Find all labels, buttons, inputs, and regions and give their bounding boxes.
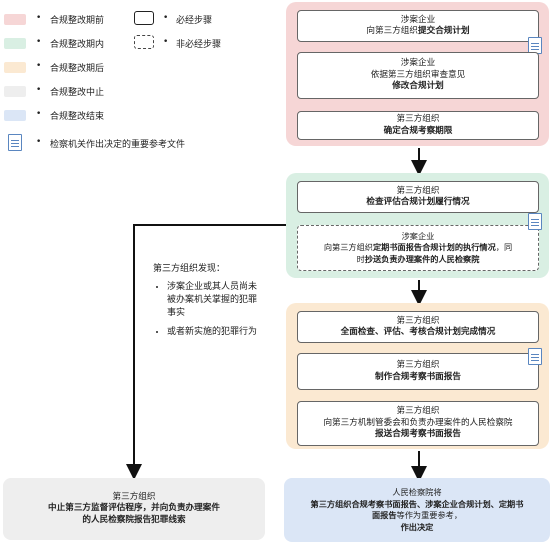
step-periodic-report: 涉案企业 向第三方组织定期书面报告合规计划的执行情况，同 时抄送负责办理案件的人… xyxy=(297,225,539,271)
step-text: 向第三方机制管委会和负责办理案件的人民检察院 xyxy=(323,417,513,428)
legend-bullet: • xyxy=(163,37,169,47)
suspend-action: 中止第三方监督评估程序，并向负责办理案件 xyxy=(48,503,220,514)
step-text: ，同 xyxy=(495,242,513,253)
legend-document-icon xyxy=(8,134,22,151)
suspend-box: 第三方组织 中止第三方监督评估程序，并向负责办理案件 的人民检察院报告犯罪线索 xyxy=(3,478,265,540)
step-action: 修改合规计划 xyxy=(392,81,444,92)
legend-bullet: • xyxy=(36,61,42,71)
legend-label-suspend: 合规整改中止 xyxy=(50,88,105,98)
legend-swatch-suspend xyxy=(4,86,26,97)
legend-label-after: 合规整改期后 xyxy=(50,64,105,74)
step-submit-plan: 涉案企业 向第三方组织提交合规计划 xyxy=(297,10,539,42)
suspend-action: 的人民检察院报告犯罪线索 xyxy=(82,514,186,525)
step-action: 抄送负责办理案件的人民检察院 xyxy=(364,253,480,264)
step-action: 定期书面报告合规计划的执行情况 xyxy=(372,242,496,253)
step-actor: 涉案企业 xyxy=(400,14,436,25)
legend-bullet: • xyxy=(36,137,42,147)
step-action: 报送合规考察书面报告 xyxy=(375,429,461,440)
step-actor: 涉案企业 xyxy=(401,230,435,241)
legend-optional-step-box xyxy=(134,35,154,49)
legend-bullet: • xyxy=(36,109,42,119)
document-icon xyxy=(528,348,542,365)
legend-swatch-end xyxy=(4,110,26,121)
finding-item: 或者新实施的犯罪行为 xyxy=(167,326,257,339)
step-text: 向第三方组织 xyxy=(323,242,373,253)
finding-item: 涉案企业或其人员尚未被办案机关掌握的犯罪事实 xyxy=(167,281,257,320)
step-revise-plan: 涉案企业 依据第三方组织审查意见 修改合规计划 xyxy=(297,52,539,99)
step-actor: 第三方组织 xyxy=(396,114,440,124)
step-text: 依据第三方组织审查意见 xyxy=(370,69,466,80)
suspend-actor: 第三方组织 xyxy=(112,491,156,502)
legend-required-step-box xyxy=(134,11,154,25)
legend-required-step-label: 必经步骤 xyxy=(176,16,213,26)
legend-optional-step-label: 非必经步骤 xyxy=(176,40,222,50)
step-action: 制作合规考察书面报告 xyxy=(375,371,461,382)
end-action: 面报告 xyxy=(371,510,397,520)
end-text: 等作为重要参考， xyxy=(396,510,463,520)
end-action: 作出决定 xyxy=(400,521,434,532)
step-actor: 第三方组织 xyxy=(396,406,440,417)
arrow-branch-to-suspend xyxy=(126,224,297,480)
step-action: 确定合规考察期限 xyxy=(383,125,453,136)
step-submit-report: 第三方组织 向第三方机制管委会和负责办理案件的人民检察院 报送合规考察书面报告 xyxy=(297,401,539,446)
step-text: 时 xyxy=(356,253,365,264)
legend-swatch-after xyxy=(4,62,26,73)
step-actor: 第三方组织 xyxy=(396,185,440,196)
legend-label-during: 合规整改期内 xyxy=(50,40,105,50)
end-box: 人民检察院将 第三方组织合规考察书面报告、涉案企业合规计划、定期书 面报告等作为… xyxy=(284,478,550,542)
finding-title: 第三方组织发现： xyxy=(153,264,226,274)
legend-label-before: 合规整改期前 xyxy=(50,16,105,26)
step-action: 全面检查、评估、考核合规计划完成情况 xyxy=(340,327,496,337)
document-icon xyxy=(528,213,542,230)
legend-document-label: 检察机关作出决定的重要参考文件 xyxy=(50,140,186,150)
step-actor: 第三方组织 xyxy=(396,360,440,370)
step-action: 检查评估合规计划履行情况 xyxy=(366,197,470,207)
step-set-period: 第三方组织 确定合规考察期限 xyxy=(297,111,539,140)
legend-swatch-before xyxy=(4,14,26,25)
legend-bullet: • xyxy=(36,85,42,95)
step-actor: 第三方组织 xyxy=(396,315,440,326)
legend-bullet: • xyxy=(36,37,42,47)
legend-bullet: • xyxy=(36,13,42,23)
end-action: 第三方组织合规考察书面报告、涉案企业合规计划、定期书 xyxy=(310,498,524,509)
step-action: 提交合规计划 xyxy=(418,26,470,36)
legend-label-end: 合规整改结束 xyxy=(50,112,105,122)
step-make-report: 第三方组织 制作合规考察书面报告 xyxy=(297,353,539,390)
finding-note: 第三方组织发现： 涉案企业或其人员尚未被办案机关掌握的犯罪事实 或者新实施的犯罪… xyxy=(153,263,257,345)
end-actor: 人民检察院将 xyxy=(392,487,442,497)
step-check-plan: 第三方组织 检查评估合规计划履行情况 xyxy=(297,181,539,213)
legend-swatch-during xyxy=(4,38,26,49)
step-actor: 涉案企业 xyxy=(400,58,436,69)
legend-bullet: • xyxy=(163,13,169,23)
step-full-review: 第三方组织 全面检查、评估、考核合规计划完成情况 xyxy=(297,311,539,343)
step-text: 向第三方组织 xyxy=(366,26,418,36)
